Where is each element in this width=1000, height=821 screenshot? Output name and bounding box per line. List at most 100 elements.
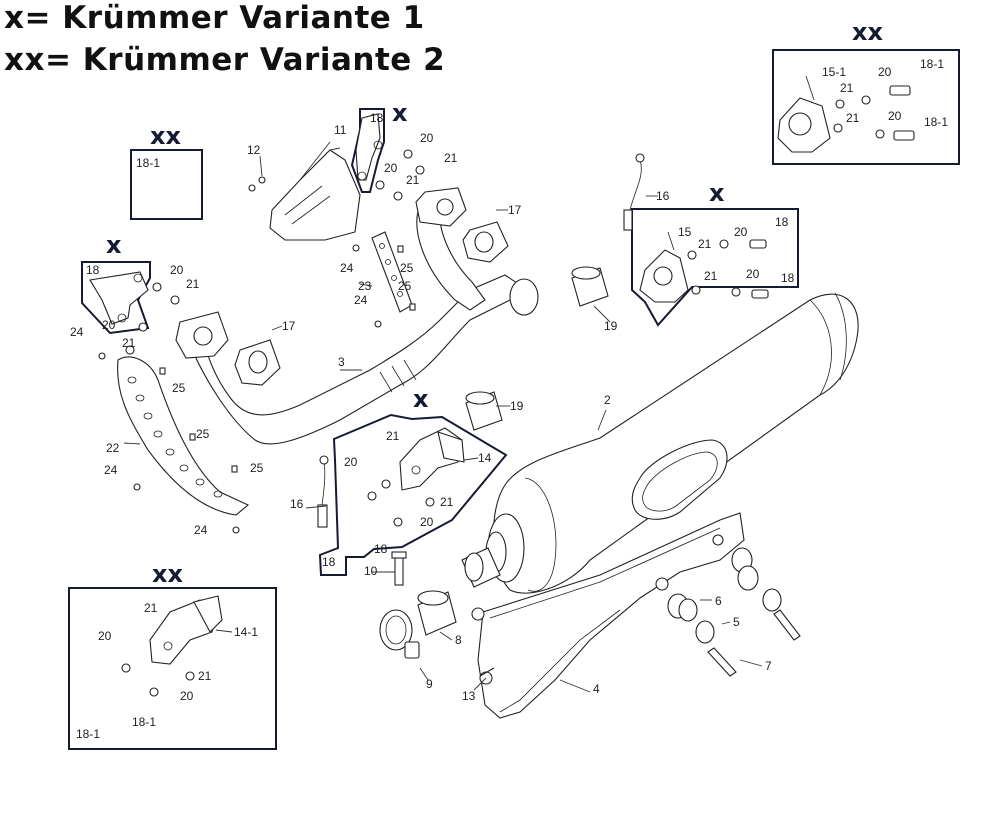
heat-shield-lower xyxy=(117,356,250,516)
label-18-1-top-a: 18-1 xyxy=(920,57,944,71)
label-20-bottom-b: 20 xyxy=(180,689,194,703)
mark-xx-bottom: xx xyxy=(152,560,183,588)
label-25-b: 25 xyxy=(196,427,210,441)
leader-lines xyxy=(123,75,815,693)
x-right-frame xyxy=(631,208,799,327)
label-18-middle-a: 18 xyxy=(322,555,336,569)
label-21-bottom-b: 21 xyxy=(198,669,212,683)
x-left-frame xyxy=(81,261,151,335)
bracket-right xyxy=(639,239,769,303)
bracket-middle xyxy=(399,427,465,491)
label-24-d: 24 xyxy=(340,261,354,275)
sleeves xyxy=(417,266,609,636)
label-21-left-a: 21 xyxy=(186,277,200,291)
legend-variant-1: x= Krümmer Variante 1 xyxy=(4,0,425,36)
label-18-middle-b: 18 xyxy=(374,542,388,556)
label-25-c: 25 xyxy=(250,461,264,475)
label-20-left-b: 20 xyxy=(102,318,116,332)
label-21-top-a: 21 xyxy=(840,81,854,95)
washers xyxy=(121,95,885,697)
bracket-xx-top xyxy=(777,85,915,153)
mark-x-left: x xyxy=(106,231,122,259)
label-18-right-b: 18 xyxy=(781,271,795,285)
label-14-1: 14-1 xyxy=(234,625,258,639)
label-21-middle-b: 21 xyxy=(440,495,454,509)
label-25-e: 25 xyxy=(398,279,412,293)
label-18-1-bottom-a: 18-1 xyxy=(76,727,100,741)
label-20-middle-a: 20 xyxy=(344,455,358,469)
bracket-left xyxy=(89,271,149,325)
label-24-e: 24 xyxy=(354,293,368,307)
label-4: 4 xyxy=(593,682,600,696)
label-18-left: 18 xyxy=(86,263,100,277)
mark-x-upper: x xyxy=(392,99,408,127)
label-25-a: 25 xyxy=(172,381,186,395)
label-16-right: 16 xyxy=(656,189,670,203)
gaskets xyxy=(234,221,509,386)
variant-marks: xx xx xx x x x x xyxy=(106,18,883,588)
label-21-upper-b: 21 xyxy=(406,173,420,187)
heat-shield-upper xyxy=(269,141,361,241)
label-18-upper: 18 xyxy=(370,111,384,125)
part-labels: 2 3 4 5 6 7 8 9 10 11 12 13 14 14-1 15 1… xyxy=(70,57,948,741)
mark-x-right: x xyxy=(709,179,725,207)
label-20-top-a: 20 xyxy=(878,65,892,79)
label-24-a: 24 xyxy=(70,325,84,339)
label-9: 9 xyxy=(426,677,433,691)
label-20-top-b: 20 xyxy=(888,109,902,123)
label-17-left: 17 xyxy=(282,319,296,333)
label-20-upper-b: 20 xyxy=(384,161,398,175)
label-8: 8 xyxy=(455,633,462,647)
label-21-top-b: 21 xyxy=(846,111,860,125)
label-13: 13 xyxy=(462,689,476,703)
label-7: 7 xyxy=(765,659,772,673)
mount-rubbers xyxy=(667,547,801,677)
label-21-left-b: 21 xyxy=(122,336,136,350)
legend-variant-2: xx= Krümmer Variante 2 xyxy=(4,42,446,78)
label-19-right: 19 xyxy=(604,319,618,333)
mark-x-middle: x xyxy=(413,385,429,413)
muffler xyxy=(461,292,859,594)
label-21-bottom-a: 21 xyxy=(144,601,158,615)
x-middle-frame xyxy=(318,413,508,576)
mark-xx-bolt: xx xyxy=(150,122,181,150)
label-16-left: 16 xyxy=(290,497,304,511)
label-21-right-b: 21 xyxy=(704,269,718,283)
label-3: 3 xyxy=(338,355,345,369)
header-pipe xyxy=(175,187,539,445)
label-10: 10 xyxy=(364,564,378,578)
label-14: 14 xyxy=(478,451,492,465)
bracket-upper xyxy=(355,113,383,181)
label-15-1: 15-1 xyxy=(822,65,846,79)
label-18-1-bottom-b: 18-1 xyxy=(132,715,156,729)
label-18-right-a: 18 xyxy=(775,215,789,229)
label-6: 6 xyxy=(715,594,722,608)
label-2: 2 xyxy=(604,393,611,407)
label-20-right-b: 20 xyxy=(746,267,760,281)
label-21-middle-a: 21 xyxy=(386,429,400,443)
label-11: 11 xyxy=(334,123,347,137)
muffler-bracket xyxy=(477,512,745,719)
bracket-xx-bottom xyxy=(149,595,223,665)
label-18-1-box: 18-1 xyxy=(136,156,160,170)
label-20-upper-a: 20 xyxy=(420,131,434,145)
label-25-d: 25 xyxy=(400,261,414,275)
label-20-right-a: 20 xyxy=(734,225,748,239)
label-20-bottom-a: 20 xyxy=(98,629,112,643)
label-24-c: 24 xyxy=(194,523,208,537)
label-21-right-a: 21 xyxy=(698,237,712,251)
label-19-middle: 19 xyxy=(510,399,524,413)
xx-top-right-frame xyxy=(772,49,960,165)
label-15: 15 xyxy=(678,225,692,239)
label-21-upper-a: 21 xyxy=(444,151,458,165)
label-20-left-a: 20 xyxy=(170,263,184,277)
mark-xx-top-right: xx xyxy=(852,18,883,46)
label-22: 22 xyxy=(106,441,120,455)
label-12: 12 xyxy=(247,143,261,157)
label-5: 5 xyxy=(733,615,740,629)
xx-bolt-frame xyxy=(130,149,203,220)
screws xyxy=(98,176,416,534)
label-18-1-top-b: 18-1 xyxy=(924,115,948,129)
label-24-b: 24 xyxy=(104,463,118,477)
